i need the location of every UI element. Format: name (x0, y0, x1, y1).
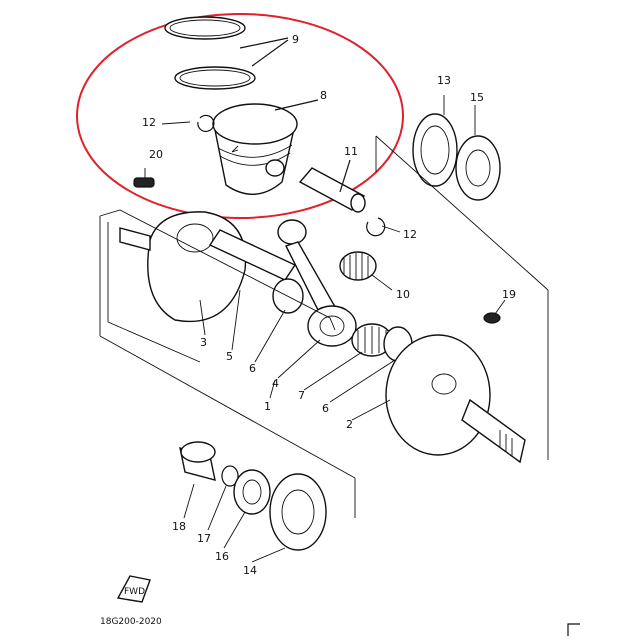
fwd-arrow-icon: FWD (116, 575, 151, 603)
corner-mark (567, 623, 580, 636)
woodruff-key (483, 312, 501, 324)
callout-19: 19 (502, 288, 516, 301)
callout-10: 10 (396, 288, 410, 301)
assembly-bracket (99, 135, 549, 518)
piston-pin (298, 159, 366, 213)
circlip-right (366, 217, 386, 237)
crank-web-left (119, 211, 247, 323)
bearing-13-15 (412, 95, 501, 201)
callout-20: 20 (149, 148, 163, 161)
circlip-upper (197, 114, 215, 133)
callout-6-right: 6 (322, 402, 329, 415)
crank-web-right (385, 334, 526, 464)
callout-12-right: 12 (403, 228, 417, 241)
connecting-rod (277, 219, 357, 347)
callout-12-upper: 12 (142, 116, 156, 129)
callout-18: 18 (172, 520, 186, 533)
callout-15: 15 (470, 91, 484, 104)
callout-9: 9 (292, 33, 299, 46)
callout-11: 11 (344, 145, 358, 158)
callout-5: 5 (226, 350, 233, 363)
needle-bearing-10 (339, 251, 393, 291)
callout-2: 2 (346, 418, 353, 431)
callout-7: 7 (298, 389, 305, 402)
piston-rings (164, 16, 289, 90)
highlight-ellipse (76, 13, 404, 219)
callout-4: 4 (272, 377, 279, 390)
callout-3: 3 (200, 336, 207, 349)
lower-parts (179, 441, 327, 551)
callout-16: 16 (215, 550, 229, 563)
callout-14: 14 (243, 564, 257, 577)
leader-lines (161, 121, 506, 563)
callout-13: 13 (437, 74, 451, 87)
diagram-code: 18G200-2020 (100, 617, 162, 627)
fwd-label: FWD (124, 587, 145, 597)
piston (212, 99, 319, 195)
pin-20 (133, 168, 155, 188)
callout-6-left: 6 (249, 362, 256, 375)
callout-1: 1 (264, 400, 271, 413)
callout-17: 17 (197, 532, 211, 545)
callout-8: 8 (320, 89, 327, 102)
